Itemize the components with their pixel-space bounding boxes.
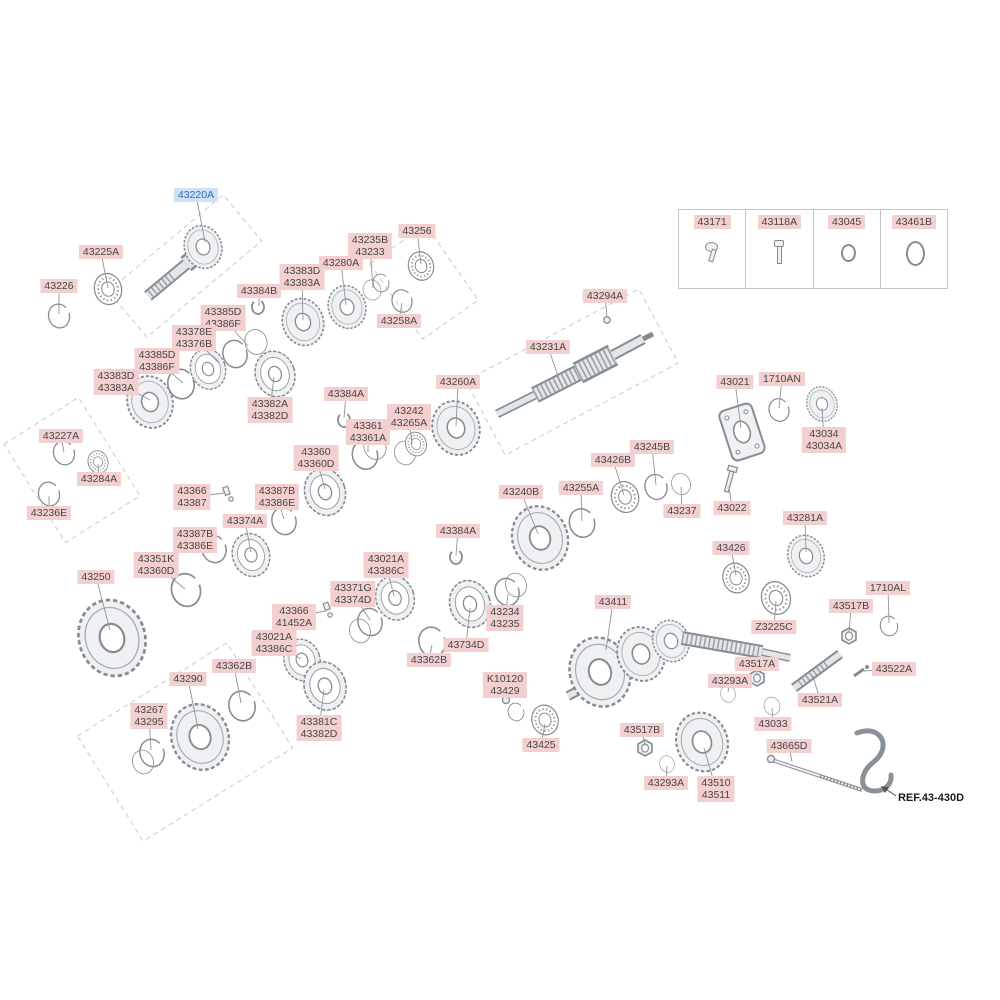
ref-note[interactable]: REF.43-430D [897, 792, 965, 804]
fastener-column: 43171 [679, 210, 747, 288]
bolt-icon [769, 238, 789, 266]
part-label[interactable]: 43517B [619, 723, 665, 737]
part-label[interactable]: 43362B [406, 653, 452, 667]
screw-icon [702, 238, 722, 266]
part-label[interactable]: 43290 [169, 672, 207, 686]
part-label[interactable]: 43227A [38, 429, 84, 443]
part-label[interactable]: 43384B [236, 284, 282, 298]
part-label[interactable]: 43522A [871, 662, 917, 676]
part-label[interactable]: 43734D [443, 638, 489, 652]
fastener-column: 43118A [746, 210, 814, 288]
fastener-column: 43461B [881, 210, 947, 288]
part-label[interactable]: 43245B [629, 440, 675, 454]
part-label[interactable]: 43461B [891, 215, 936, 229]
part-label[interactable]: 43411 [594, 595, 632, 609]
part-label[interactable]: 43250 [77, 570, 115, 584]
part-label[interactable]: 43255A [558, 481, 604, 495]
part-label[interactable]: 43362B [211, 659, 257, 673]
part-label[interactable]: 43293A [707, 674, 753, 688]
part-label[interactable]: 43284A [76, 472, 122, 486]
part-label[interactable]: 43236E [26, 506, 72, 520]
part-label[interactable]: 43045 [828, 215, 866, 229]
part-label[interactable]: 43240B [498, 485, 544, 499]
part-label[interactable]: 43281A [782, 511, 828, 525]
part-label[interactable]: 43256 [398, 224, 436, 238]
part-label[interactable]: 43260A [435, 375, 481, 389]
part-label[interactable]: 43374A [222, 514, 268, 528]
part-label[interactable]: 43021 [716, 375, 754, 389]
part-label[interactable]: 43521A [797, 693, 843, 707]
part-label[interactable]: 43426B [590, 453, 636, 467]
oring-small-icon [837, 238, 857, 266]
part-label[interactable]: 43384A [323, 387, 369, 401]
part-label[interactable]: 1710AN [759, 372, 805, 386]
part-label[interactable]: 43294A [582, 289, 628, 303]
part-label[interactable]: 43426 [712, 541, 750, 555]
oring-large-icon [904, 238, 925, 266]
part-label[interactable]: 43258A [376, 314, 422, 328]
fastener-table: 43171 43118A 43045 43461B [678, 209, 948, 289]
part-label[interactable]: 43033 [754, 717, 792, 731]
part-label[interactable]: 43384A [435, 524, 481, 538]
fastener-column: 43045 [814, 210, 881, 288]
part-label[interactable]: 43171 [693, 215, 731, 229]
part-label[interactable]: 43231A [525, 340, 571, 354]
part-label[interactable]: 43293A [643, 776, 689, 790]
part-label[interactable]: 43022 [713, 501, 751, 515]
part-label[interactable]: 43517B [828, 599, 874, 613]
part-label[interactable]: Z3225C [751, 620, 797, 634]
part-label[interactable]: 43425 [522, 738, 560, 752]
part-label[interactable]: 43665D [766, 739, 812, 753]
part-label[interactable]: 43237 [663, 504, 701, 518]
part-label[interactable]: 43225A [78, 245, 124, 259]
part-label[interactable]: 1710AL [865, 581, 911, 595]
part-label[interactable]: 43226 [40, 279, 78, 293]
part-label[interactable]: 43118A [757, 215, 802, 229]
part-label-selected[interactable]: 43220A [173, 188, 219, 202]
part-label[interactable]: 43517A [734, 657, 780, 671]
